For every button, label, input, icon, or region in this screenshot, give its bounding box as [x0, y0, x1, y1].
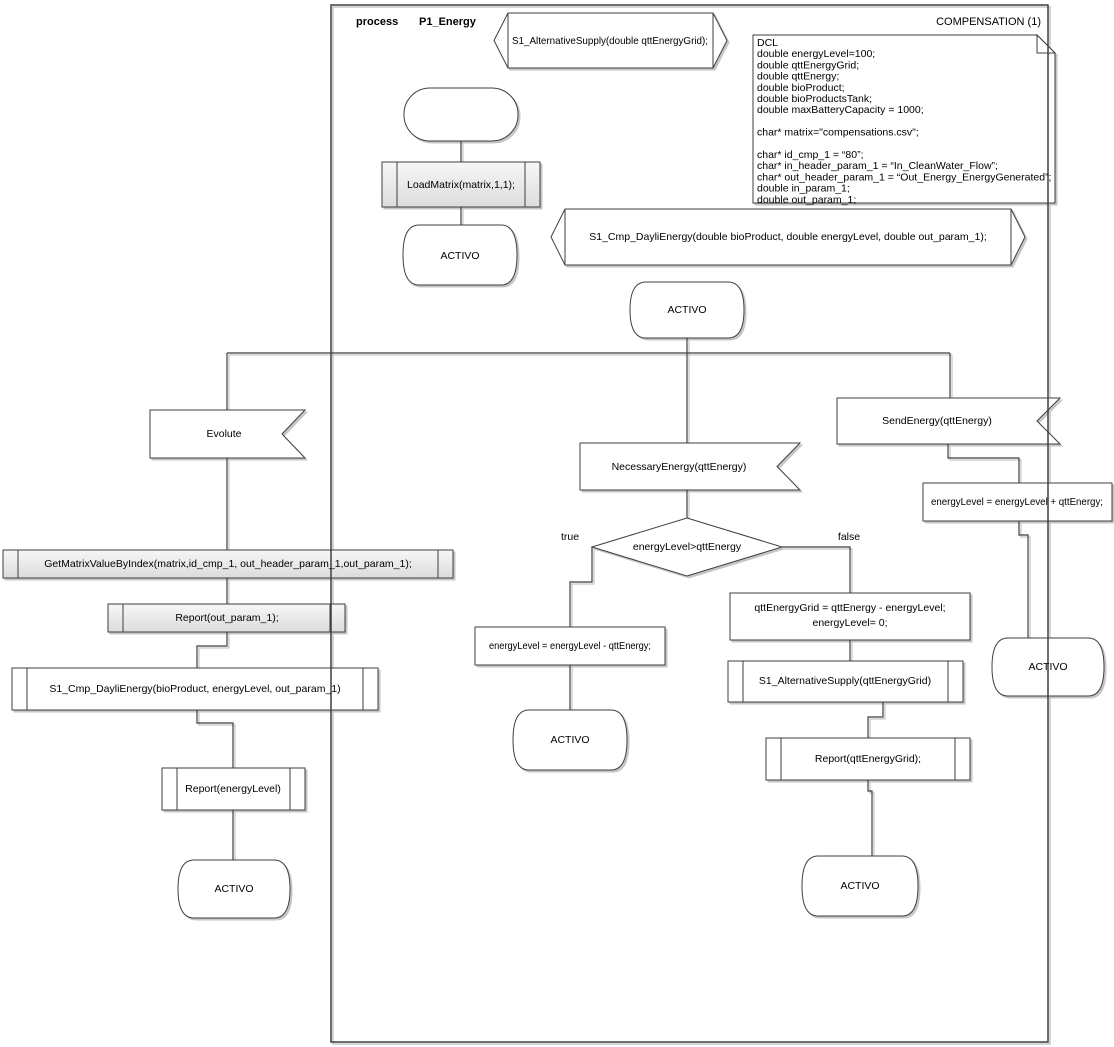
cmp-dayli-energy-call-label: S1_Cmp_DayliEnergy(bioProduct, energyLev… — [49, 683, 340, 695]
connector-altsupply-reportqtt — [867, 702, 884, 738]
task-qtt-energy-grid[interactable] — [729, 592, 971, 641]
state-activo-top[interactable] — [402, 224, 518, 286]
sheet-title: COMPENSATION (1) — [936, 16, 1041, 28]
labels: process P1_Energy COMPENSATION (1) S1_Al… — [44, 16, 1103, 895]
evolute-label: Evolute — [206, 428, 241, 440]
procedure-load-matrix[interactable] — [381, 161, 541, 208]
procedure-report-energy-level[interactable] — [161, 767, 306, 811]
start-symbol[interactable] — [403, 87, 519, 142]
procedure-alternative-supply-call[interactable] — [727, 660, 964, 703]
report-out-param-label: Report(out_param_1); — [175, 612, 278, 624]
process-name: P1_Energy — [419, 16, 477, 28]
signal-decl-alternative-supply-label: S1_AlternativeSupply(double qttEnergyGri… — [512, 35, 708, 47]
state-activo-false-label: ACTIVO — [840, 880, 879, 892]
procedure-cmp-dayli-energy-call[interactable] — [11, 667, 379, 711]
signal-decl-cmp-dayli-energy-label: S1_Cmp_DayliEnergy(double bioProduct, do… — [589, 231, 987, 243]
alternative-supply-call-label: S1_AlternativeSupply(qttEnergyGrid) — [759, 675, 931, 687]
load-matrix-label: LoadMatrix(matrix,1,1); — [407, 179, 515, 191]
state-activo-right-label: ACTIVO — [1028, 661, 1067, 673]
state-activo-left[interactable] — [177, 859, 291, 919]
send-energy-label: SendEnergy(qttEnergy) — [882, 415, 992, 427]
qtt-energy-grid-label: qttEnergyGrid = qttEnergy - energyLevel;… — [754, 602, 945, 629]
shapes — [2, 12, 1113, 919]
state-activo-false[interactable] — [801, 855, 919, 917]
energy-minus-label: energyLevel = energyLevel - qttEnergy; — [489, 640, 651, 652]
signal-decl-alternative-supply[interactable] — [493, 12, 728, 69]
report-energy-level-label: Report(energyLevel) — [185, 783, 281, 795]
necessary-energy-label: NecessaryEnergy(qttEnergy) — [612, 461, 747, 473]
connector-false-branch — [782, 546, 851, 593]
input-evolute[interactable] — [149, 409, 307, 459]
dcl-note[interactable] — [752, 33, 1057, 204]
signal-decl-cmp-dayli-energy[interactable] — [550, 208, 1026, 266]
dog-ear-corner — [1036, 33, 1057, 54]
state-activo-main-label: ACTIVO — [667, 304, 706, 316]
task-energy-minus[interactable] — [474, 626, 666, 666]
report-qtt-grid-label: Report(qttEnergyGrid); — [815, 753, 921, 765]
process-frame — [330, 4, 1049, 1043]
connector-cmpcall-reportenergy — [196, 710, 234, 768]
connector-report-cmpcall — [196, 632, 228, 668]
procedure-get-matrix-value[interactable] — [2, 549, 454, 579]
state-activo-main[interactable] — [629, 281, 745, 339]
input-necessary-energy[interactable] — [579, 442, 802, 491]
branch-false-label: false — [838, 531, 860, 543]
connectors — [196, 141, 1029, 860]
branch-true-label: true — [561, 531, 579, 543]
state-activo-middle-label: ACTIVO — [550, 734, 589, 746]
procedure-report-qtt-grid[interactable] — [765, 737, 971, 781]
connector-true-branch — [569, 547, 593, 627]
decision-label: energyLevel>qttEnergy — [633, 541, 742, 553]
decision-energy-level[interactable] — [590, 517, 784, 577]
task-energy-plus[interactable] — [922, 482, 1113, 522]
procedure-report-out-param[interactable] — [107, 603, 346, 633]
energy-plus-label: energyLevel = energyLevel + qttEnergy; — [931, 496, 1103, 508]
connector-plus-activo — [1018, 521, 1029, 638]
state-activo-top-label: ACTIVO — [440, 250, 479, 262]
connector-reportqtt-activo — [867, 780, 873, 856]
state-activo-left-label: ACTIVO — [214, 883, 253, 895]
connector-sendenergy-plus — [947, 444, 1020, 483]
get-matrix-value-label: GetMatrixValueByIndex(matrix,id_cmp_1, o… — [44, 558, 412, 570]
process-keyword: process — [356, 16, 398, 28]
state-activo-middle[interactable] — [512, 709, 628, 771]
